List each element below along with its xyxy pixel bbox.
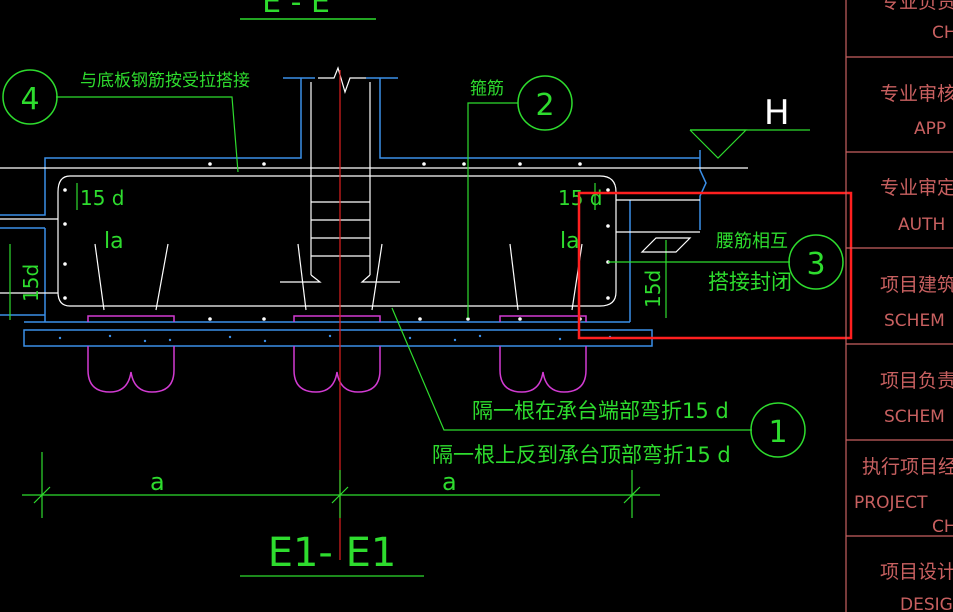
la-right: la (560, 229, 580, 254)
tb-row-0-en: CH (932, 23, 953, 43)
column-break-symbol (318, 66, 366, 94)
piles (87, 315, 587, 393)
marker-3[interactable]: 3 (788, 234, 844, 290)
pile-middle (293, 315, 381, 393)
top-section-label: E - E (262, 0, 330, 20)
tb-row-5-en2: CH (932, 517, 953, 537)
waist-bar-note-1: 腰筋相互 (716, 231, 788, 252)
marker-4-label: 4 (20, 82, 39, 117)
bend-note-2: 隔一根上反到承台顶部弯折15 d (432, 443, 731, 467)
annotation-lines (9, 96, 810, 577)
marker-1[interactable]: 1 (750, 402, 806, 458)
dim-15d-vert-left: 15d (19, 264, 43, 302)
rebar-section-dots (63, 162, 610, 321)
cushion-hatch (58, 334, 612, 343)
tb-row-1-cn: 专业审核 (880, 83, 953, 105)
la-left: la (104, 229, 124, 254)
tb-row-6-en: DESIG (900, 595, 953, 612)
top-section-label-group: E - E (240, 0, 376, 20)
tb-row-4-cn: 项目负责 (880, 370, 953, 392)
tb-row-4-en: SCHEM (884, 407, 945, 427)
elevation-label: H (764, 93, 790, 133)
tb-row-3-cn: 项目建筑 (880, 274, 953, 296)
rebar-group (0, 82, 748, 311)
dim-a-left: a (150, 468, 165, 496)
tb-row-2-en: AUTH (898, 215, 945, 235)
waist-bar-note-2: 搭接封闭 (708, 270, 792, 294)
dim-15d-right: 15 d (558, 186, 603, 210)
marker-2[interactable]: 2 (517, 75, 573, 131)
tb-row-5-cn: 执行项目经 (862, 456, 953, 478)
dim-a-right: a (442, 468, 457, 496)
tb-row-3-en: SCHEM (884, 311, 945, 331)
title-block: 专业负责 CH 专业审核 APP 专业审定 AUTH 项目建筑 SCHEM 项目… (845, 0, 953, 612)
annotation-texts: 与底板钢筋按受拉搭接 箍筋 H 15 d 15 d la la 15d 15d … (19, 71, 792, 576)
tb-row-1-en: APP (914, 119, 946, 139)
bottom-lap-note: 与底板钢筋按受拉搭接 (80, 71, 250, 91)
marker-4[interactable]: 4 (2, 69, 58, 125)
tb-row-6-cn: 项目设计 (880, 561, 953, 583)
pile-right (499, 315, 587, 393)
highlight-box[interactable] (577, 191, 853, 340)
bend-note-1: 隔一根在承台端部弯折15 d (472, 399, 729, 423)
tb-row-5-en: PROJECT (854, 493, 928, 513)
marker-2-label: 2 (535, 88, 554, 123)
tb-row-0-cn: 专业负责 (880, 0, 953, 13)
dim-15d-vert-right: 15d (641, 270, 665, 308)
tb-row-2-cn: 专业审定 (880, 177, 953, 199)
dim-15d-left: 15 d (80, 186, 125, 210)
pile-cap-concrete-outline (0, 77, 707, 347)
waist-bar-symbol (640, 237, 692, 253)
stirrup-note: 箍筋 (470, 79, 504, 99)
pile-left (87, 315, 175, 393)
marker-3-label: 3 (806, 247, 825, 282)
marker-1-label: 1 (768, 415, 787, 450)
bottom-section-label: E1- E1 (268, 530, 397, 576)
